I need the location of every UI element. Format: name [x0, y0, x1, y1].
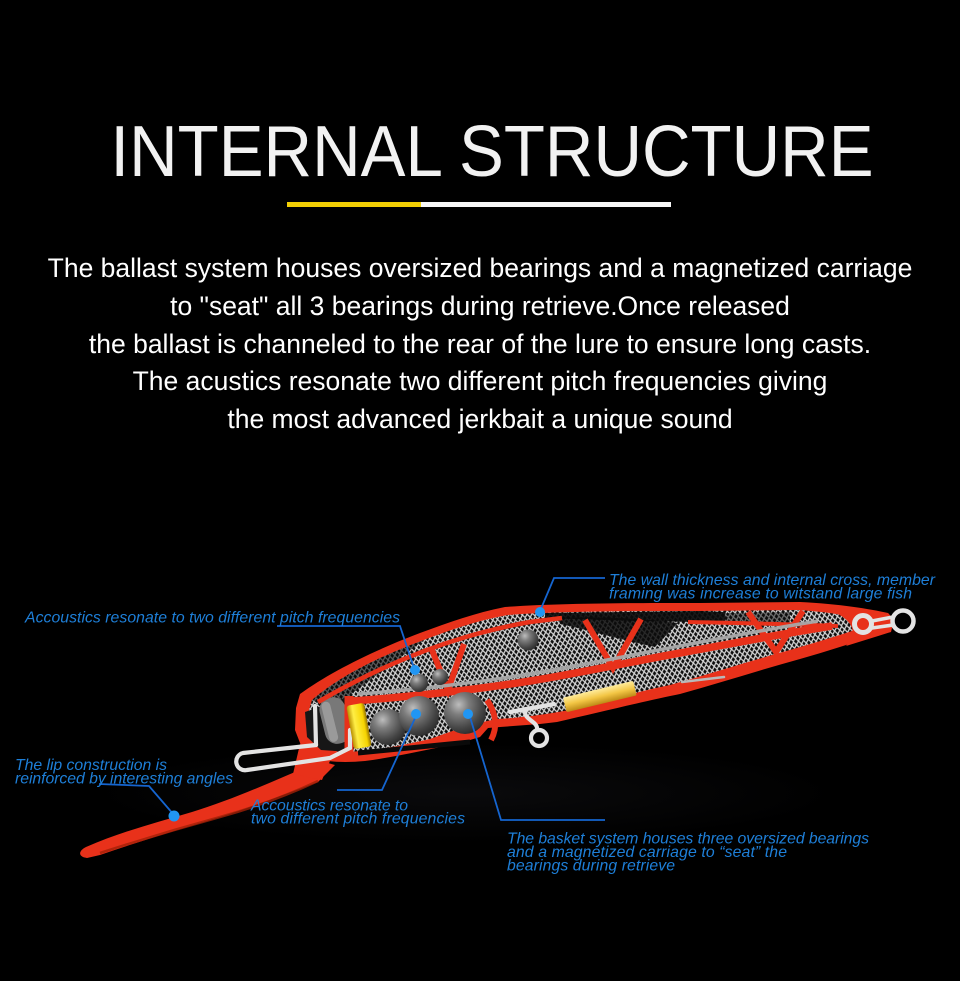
svg-text:The basket system houses three: The basket system houses three oversized… [507, 831, 869, 848]
svg-text:reinforced by interesting angl: reinforced by interesting angles [15, 771, 233, 788]
svg-text:The lip construction is: The lip construction is [15, 757, 167, 774]
svg-text:two different pitch frequencie: two different pitch frequencies [251, 811, 465, 828]
svg-text:framing was increase to witsta: framing was increase to witstand large f… [609, 586, 912, 603]
svg-text:and a magnetized carriage to “: and a magnetized carriage to “seat” the [507, 844, 787, 861]
svg-text:Accoustics resonate to two dif: Accoustics resonate to two different pit… [24, 610, 400, 627]
svg-text:The wall thickness and interna: The wall thickness and internal cross, m… [609, 572, 936, 589]
svg-text:Accoustics resonate to: Accoustics resonate to [250, 798, 408, 815]
svg-text:bearings during retrieve: bearings during retrieve [507, 858, 675, 875]
